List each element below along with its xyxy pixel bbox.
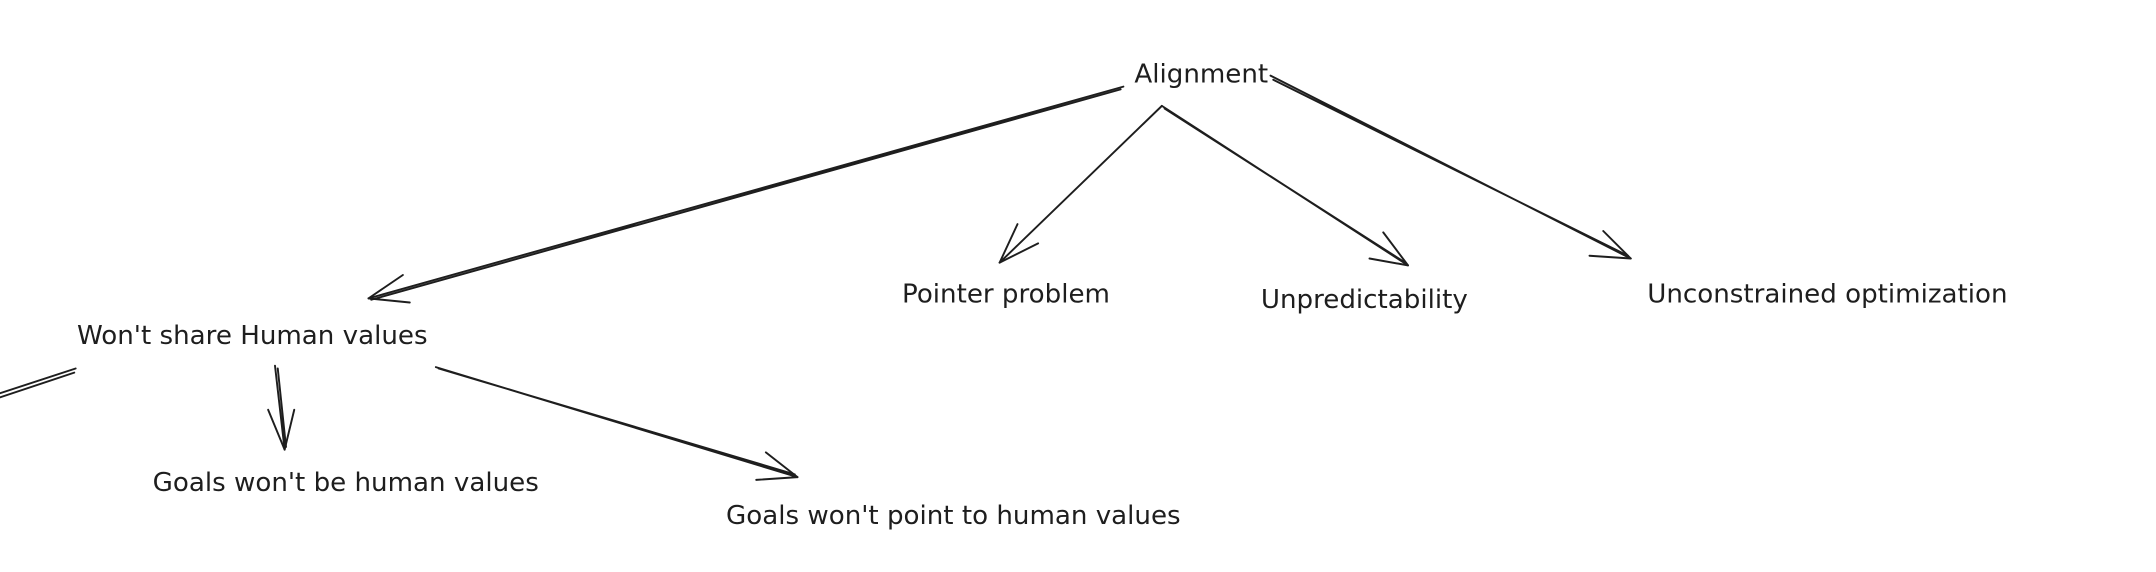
- arrow-alignment-to-unconstrained: [1269, 74, 1632, 260]
- arrow-alignment-to-unpredictability: [1160, 104, 1409, 267]
- node-unconstrained-optimization[interactable]: Unconstrained optimization: [1647, 280, 2007, 310]
- arrow-offscreen-left: [0, 367, 77, 399]
- arrow-alignment-to-pointer: [998, 104, 1163, 264]
- node-goals-wont-point-to-human-values[interactable]: Goals won't point to human values: [726, 501, 1181, 531]
- arrow-alignment-to-wont-share: [367, 85, 1125, 304]
- node-goals-wont-be-human-values[interactable]: Goals won't be human values: [153, 468, 539, 498]
- node-alignment[interactable]: Alignment: [1134, 60, 1268, 90]
- node-pointer-problem[interactable]: Pointer problem: [902, 280, 1110, 310]
- arrow-wont-share-to-goals-wont-be: [267, 364, 296, 451]
- arrow-wont-share-to-goals-wont-point: [434, 366, 799, 481]
- node-wont-share-human-values[interactable]: Won't share Human values: [77, 321, 428, 351]
- node-unpredictability[interactable]: Unpredictability: [1261, 285, 1468, 315]
